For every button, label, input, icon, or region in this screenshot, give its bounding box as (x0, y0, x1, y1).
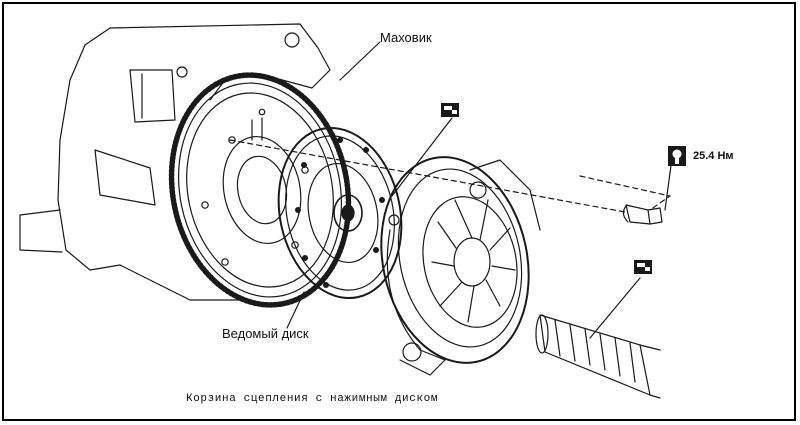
torque-wrench-icon (668, 146, 686, 166)
flywheel (168, 72, 352, 308)
label-clutch-cover: Корзина сцепления с нажимным диском (186, 393, 439, 405)
label-torque-value: 25.4 Нм (693, 150, 734, 162)
diagram-frame (2, 2, 796, 421)
grease-icon (634, 260, 652, 274)
label-flywheel: Маховик (380, 30, 432, 45)
cover-bolt (622, 204, 663, 225)
grease-icon (441, 103, 459, 117)
leader-lines (286, 41, 673, 339)
label-driven-disc: Ведомый диск (222, 326, 309, 341)
driven-disc (277, 126, 403, 300)
input-shaft (535, 314, 661, 399)
alignment-lines (229, 139, 671, 213)
clutch-cover (380, 156, 541, 376)
